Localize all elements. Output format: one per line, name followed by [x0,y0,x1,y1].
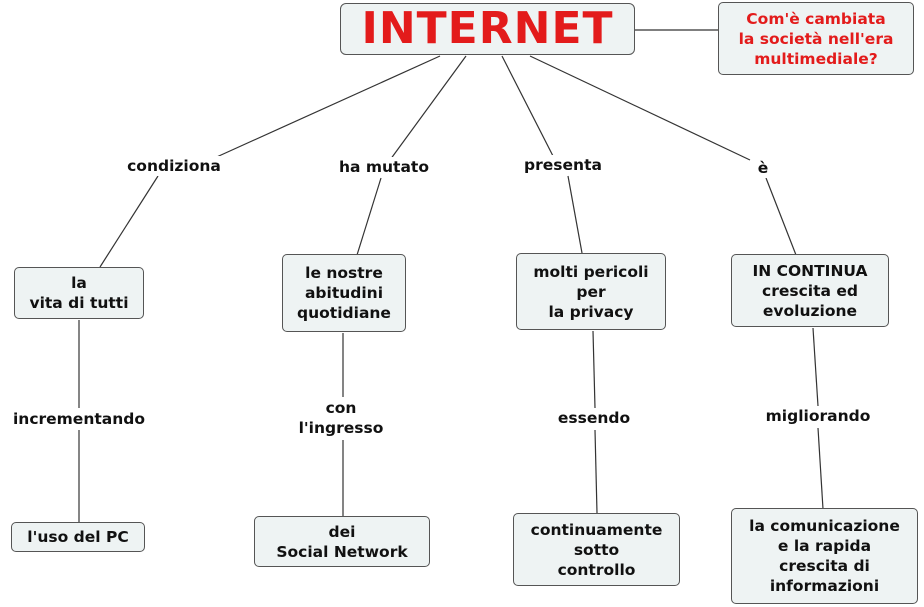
connector-node3-sub [592,330,596,409]
link-label-condiziona: condiziona [118,156,230,176]
connector-condiziona-node [99,175,159,268]
connector-root-e [529,55,751,161]
connector-sub4-leaf [817,427,824,510]
sub-label-essendo: essendo [548,408,640,428]
node-crescita-evoluzione[interactable]: IN CONTINUA crescita ed evoluzione [731,254,889,327]
root-node[interactable]: INTERNET [340,3,635,55]
connector-presenta-node [567,175,583,254]
node-abitudini-quotidiane[interactable]: le nostre abitudini quotidiane [282,254,406,332]
link-label-e: è [752,158,774,178]
connector-e-node [765,177,797,256]
node-vita-di-tutti[interactable]: la vita di tutti [14,267,144,319]
leaf-uso-del-pc[interactable]: l'uso del PC [11,522,145,552]
connector-root-presenta [501,55,554,157]
sub-label-migliorando: migliorando [756,406,880,426]
connector-hamutato-node [356,177,382,256]
connector-node4-sub [812,327,819,407]
leaf-sotto-controllo[interactable]: continuamente sotto controllo [513,513,680,586]
leaf-comunicazione-informazioni[interactable]: la comunicazione e la rapida crescita di… [731,508,918,604]
sub-label-con-ingresso: con l'ingresso [288,398,394,438]
sub-label-incrementando: incrementando [2,409,156,429]
connector-root-ha-mutato [389,55,467,161]
link-label-presenta: presenta [513,155,613,175]
link-label-ha-mutato: ha mutato [328,157,440,177]
leaf-social-network[interactable]: dei Social Network [254,516,430,567]
node-pericoli-privacy[interactable]: molti pericoli per la privacy [516,253,666,330]
connector-sub3-leaf [594,429,598,514]
question-node[interactable]: Com'è cambiata la società nell'era multi… [718,2,914,75]
connector-root-condiziona [209,55,441,161]
